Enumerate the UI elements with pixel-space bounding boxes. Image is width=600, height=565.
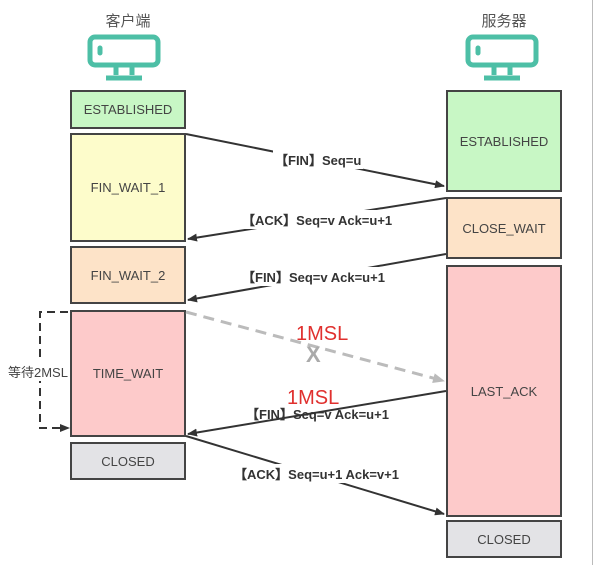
arrow-fin-retransmit bbox=[187, 390, 447, 437]
client-title: 客户端 bbox=[105, 13, 151, 30]
right-border-line bbox=[592, 0, 593, 565]
msl-label-lost: 1MSL bbox=[296, 323, 349, 345]
state-label: CLOSED bbox=[101, 453, 155, 469]
state-label: TIME_WAIT bbox=[92, 366, 164, 381]
lost-x-mark: X bbox=[306, 342, 321, 367]
state-label: FIN_WAIT_2 bbox=[90, 267, 166, 283]
wait-2msl-arrowhead bbox=[60, 424, 70, 432]
state-label: ESTABLISHED bbox=[459, 133, 549, 149]
server-state-established: ESTABLISHED bbox=[446, 90, 562, 192]
state-label: FIN_WAIT_1 bbox=[90, 180, 166, 195]
server-state-close-wait: CLOSE_WAIT bbox=[446, 197, 562, 259]
wait-2msl-label: 等待2MSL bbox=[8, 362, 68, 381]
client-state-fin-wait-1: FIN_WAIT_1 bbox=[70, 133, 186, 242]
client-state-fin-wait-2: FIN_WAIT_2 bbox=[70, 246, 186, 304]
message-label-fin-retransmit: 【FIN】Seq=v Ack=u+1 bbox=[246, 407, 389, 422]
state-label: ESTABLISHED bbox=[83, 102, 173, 117]
message-label-fin-2: 【FIN】Seq=v Ack=u+1 bbox=[240, 267, 387, 286]
state-label: CLOSED bbox=[477, 531, 531, 547]
state-label: LAST_ACK bbox=[470, 383, 538, 399]
message-label-ack-final: 【ACK】Seq=u+1 Ack=v+1 bbox=[232, 464, 401, 483]
client-monitor-icon bbox=[87, 34, 161, 81]
server-title: 服务器 bbox=[481, 13, 527, 30]
state-label: CLOSE_WAIT bbox=[462, 220, 546, 236]
client-state-time-wait: TIME_WAIT bbox=[70, 310, 186, 437]
message-label-ack-1: 【ACK】Seq=v Ack=u+1 bbox=[240, 210, 395, 229]
message-label-fin-1: 【FIN】Seq=u bbox=[273, 150, 364, 169]
client-state-closed: CLOSED bbox=[70, 442, 186, 480]
server-monitor-icon bbox=[465, 34, 539, 81]
server-state-closed: CLOSED bbox=[446, 520, 562, 558]
msl-label-retransmit: 1MSL bbox=[287, 387, 340, 409]
server-state-last-ack: LAST_ACK bbox=[446, 265, 562, 517]
arrow-lost-ack bbox=[185, 310, 445, 383]
client-state-established: ESTABLISHED bbox=[70, 90, 186, 129]
